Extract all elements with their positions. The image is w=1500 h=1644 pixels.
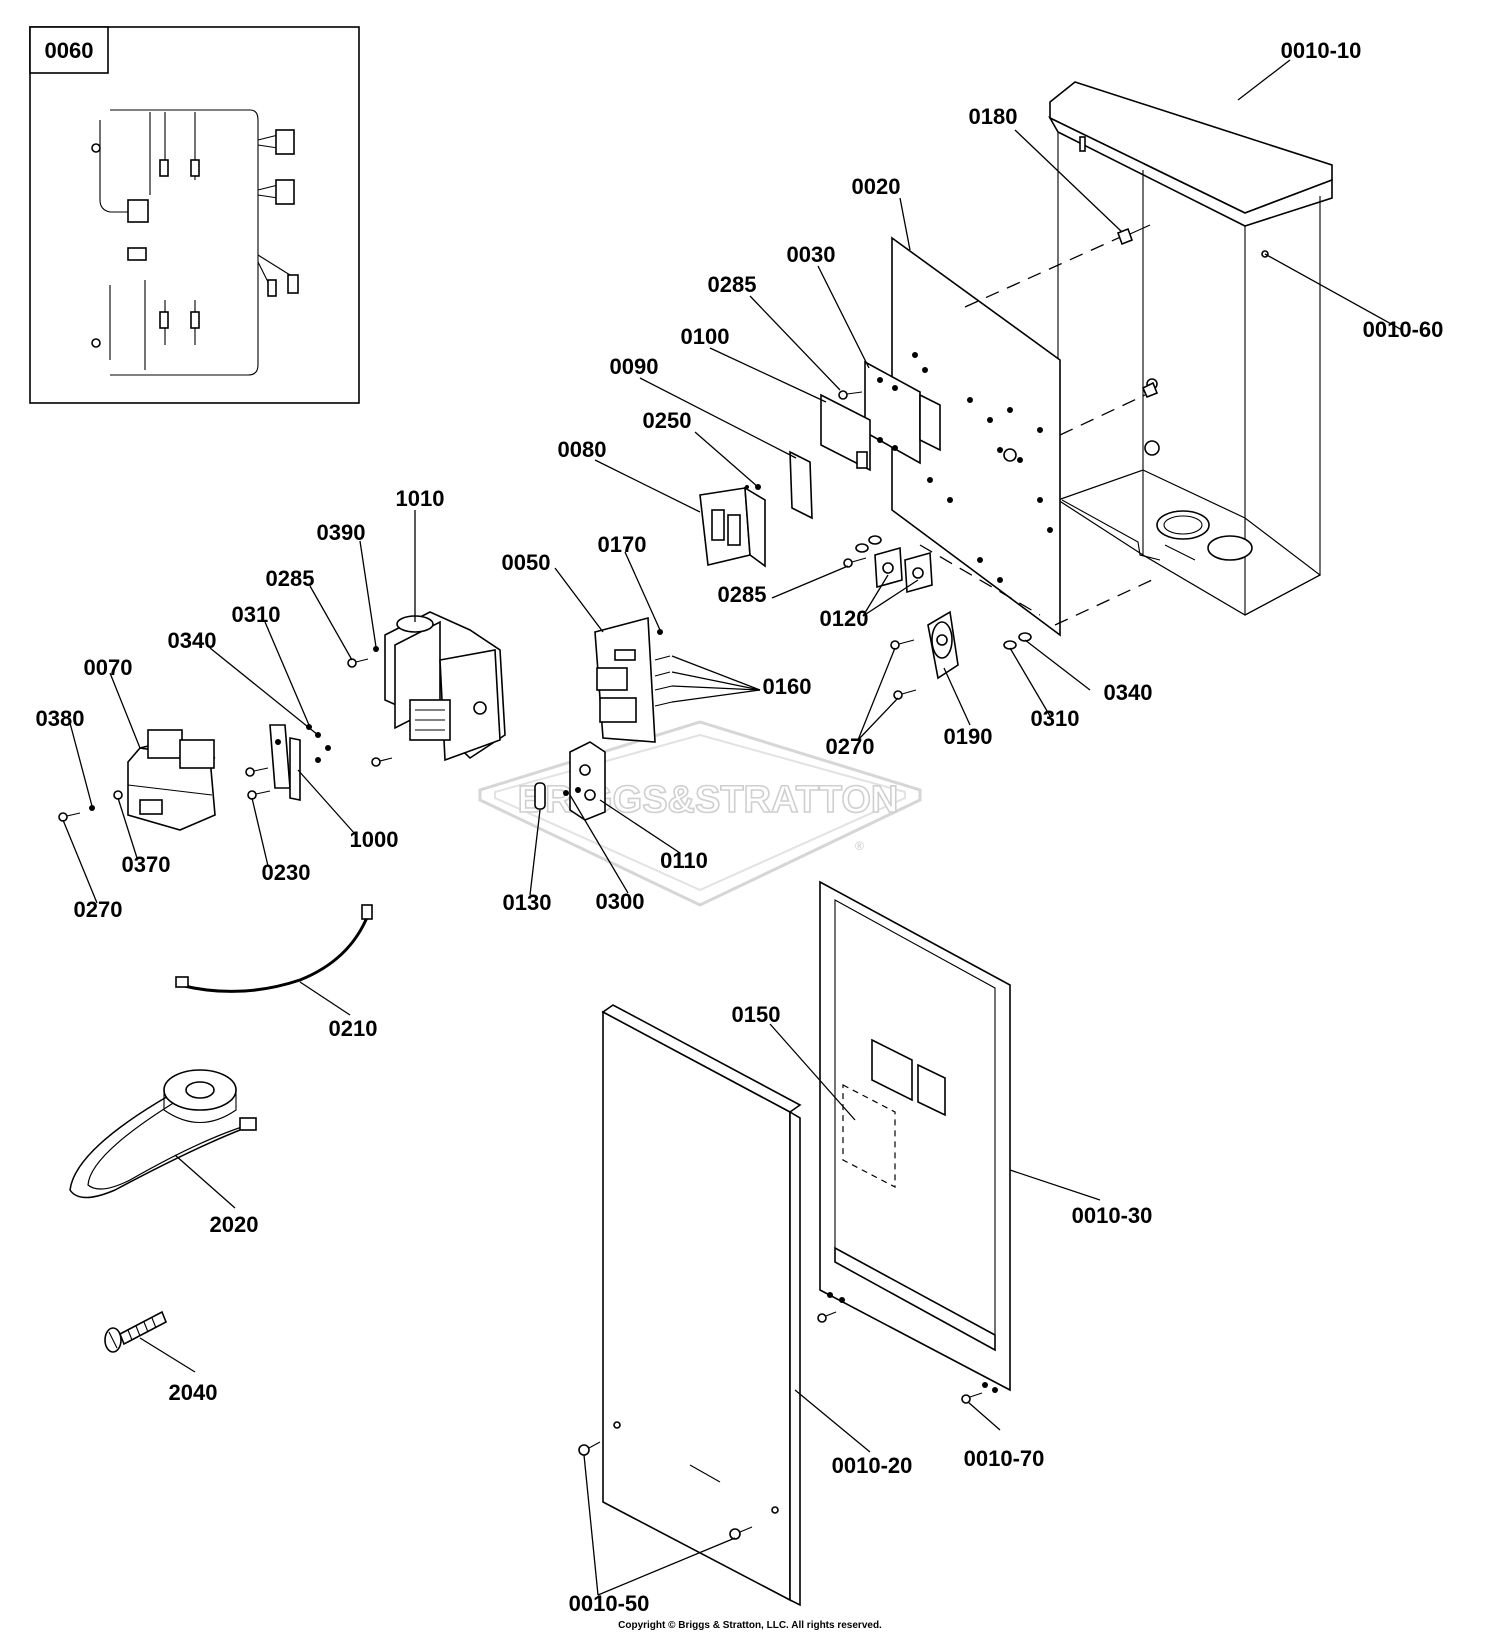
callout-0080: 0080 bbox=[558, 437, 607, 462]
callout-0120: 0120 bbox=[820, 606, 869, 631]
current-transformer bbox=[69, 1069, 257, 1199]
contactor-assembly bbox=[384, 611, 506, 762]
callout-0050: 0050 bbox=[502, 550, 551, 575]
enclosure-back-box bbox=[1048, 81, 1333, 616]
callout-0285-right: 0285 bbox=[718, 582, 767, 607]
callout-leaders bbox=[62, 59, 1403, 1596]
callout-0210: 0210 bbox=[329, 1016, 378, 1041]
assembly-guide-lines bbox=[919, 234, 1153, 626]
callout-0310-right: 0310 bbox=[1031, 706, 1080, 731]
enclosure-door-frame bbox=[819, 880, 1011, 1393]
callout-0170: 0170 bbox=[598, 532, 647, 557]
callout-labels: 0010-10 0180 0020 0030 0285 0100 0090 02… bbox=[36, 38, 1444, 1616]
callout-0310-left: 0310 bbox=[232, 602, 281, 627]
bracket-and-cover bbox=[820, 360, 941, 472]
callout-0010-10: 0010-10 bbox=[1281, 38, 1362, 63]
callout-0010-70: 0010-70 bbox=[964, 1446, 1045, 1471]
callout-0100: 0100 bbox=[681, 324, 730, 349]
inset-label: 0060 bbox=[45, 38, 94, 63]
mounting-bracket bbox=[269, 724, 301, 801]
callout-0285-mid: 0285 bbox=[266, 566, 315, 591]
control-board bbox=[594, 616, 673, 743]
callout-0010-50: 0010-50 bbox=[569, 1591, 650, 1616]
relay-module bbox=[127, 729, 216, 831]
callout-0230: 0230 bbox=[262, 860, 311, 885]
copyright-notice: Copyright © Briggs & Stratton, LLC. All … bbox=[618, 1620, 882, 1631]
callout-0285-top: 0285 bbox=[708, 272, 757, 297]
fuse-holder bbox=[534, 741, 606, 821]
callout-0020: 0020 bbox=[852, 174, 901, 199]
callout-0030: 0030 bbox=[787, 242, 836, 267]
callout-0380: 0380 bbox=[36, 706, 85, 731]
door-screws bbox=[578, 1311, 983, 1540]
mounting-screw bbox=[104, 1310, 168, 1353]
callout-0110: 0110 bbox=[660, 848, 708, 873]
callout-1010: 1010 bbox=[396, 486, 445, 511]
breaker-assembly bbox=[699, 450, 813, 568]
enclosure-fasteners bbox=[1116, 224, 1159, 399]
callout-0130: 0130 bbox=[503, 890, 552, 915]
terminal-lugs bbox=[855, 535, 933, 594]
callout-0340-right: 0340 bbox=[1104, 680, 1153, 705]
callout-1000: 1000 bbox=[350, 827, 399, 852]
callout-0250: 0250 bbox=[643, 408, 692, 433]
enclosure-front-cover bbox=[601, 1004, 802, 1607]
callout-2020: 2020 bbox=[210, 1212, 259, 1237]
neutral-block bbox=[927, 610, 1032, 680]
callout-0270-left: 0270 bbox=[74, 897, 123, 922]
callout-0190: 0190 bbox=[944, 724, 993, 749]
inset-wiring-harness: 0060 bbox=[29, 26, 360, 404]
callout-0390: 0390 bbox=[317, 520, 366, 545]
callout-0010-30: 0010-30 bbox=[1072, 1203, 1153, 1228]
callout-0340-left: 0340 bbox=[168, 628, 217, 653]
callout-0010-60: 0010-60 bbox=[1363, 317, 1444, 342]
callout-0270-right: 0270 bbox=[826, 734, 875, 759]
jumper-wire bbox=[175, 904, 373, 993]
callout-0090: 0090 bbox=[610, 354, 659, 379]
callout-0370: 0370 bbox=[122, 852, 171, 877]
callout-0180: 0180 bbox=[969, 104, 1018, 129]
watermark-registered-mark: ® bbox=[855, 839, 864, 853]
callout-0300: 0300 bbox=[596, 889, 645, 914]
callout-0150: 0150 bbox=[732, 1002, 781, 1027]
callout-0070: 0070 bbox=[84, 655, 133, 680]
callout-0160: 0160 bbox=[763, 674, 812, 699]
callout-0010-20: 0010-20 bbox=[832, 1453, 913, 1478]
callout-2040: 2040 bbox=[169, 1380, 218, 1405]
